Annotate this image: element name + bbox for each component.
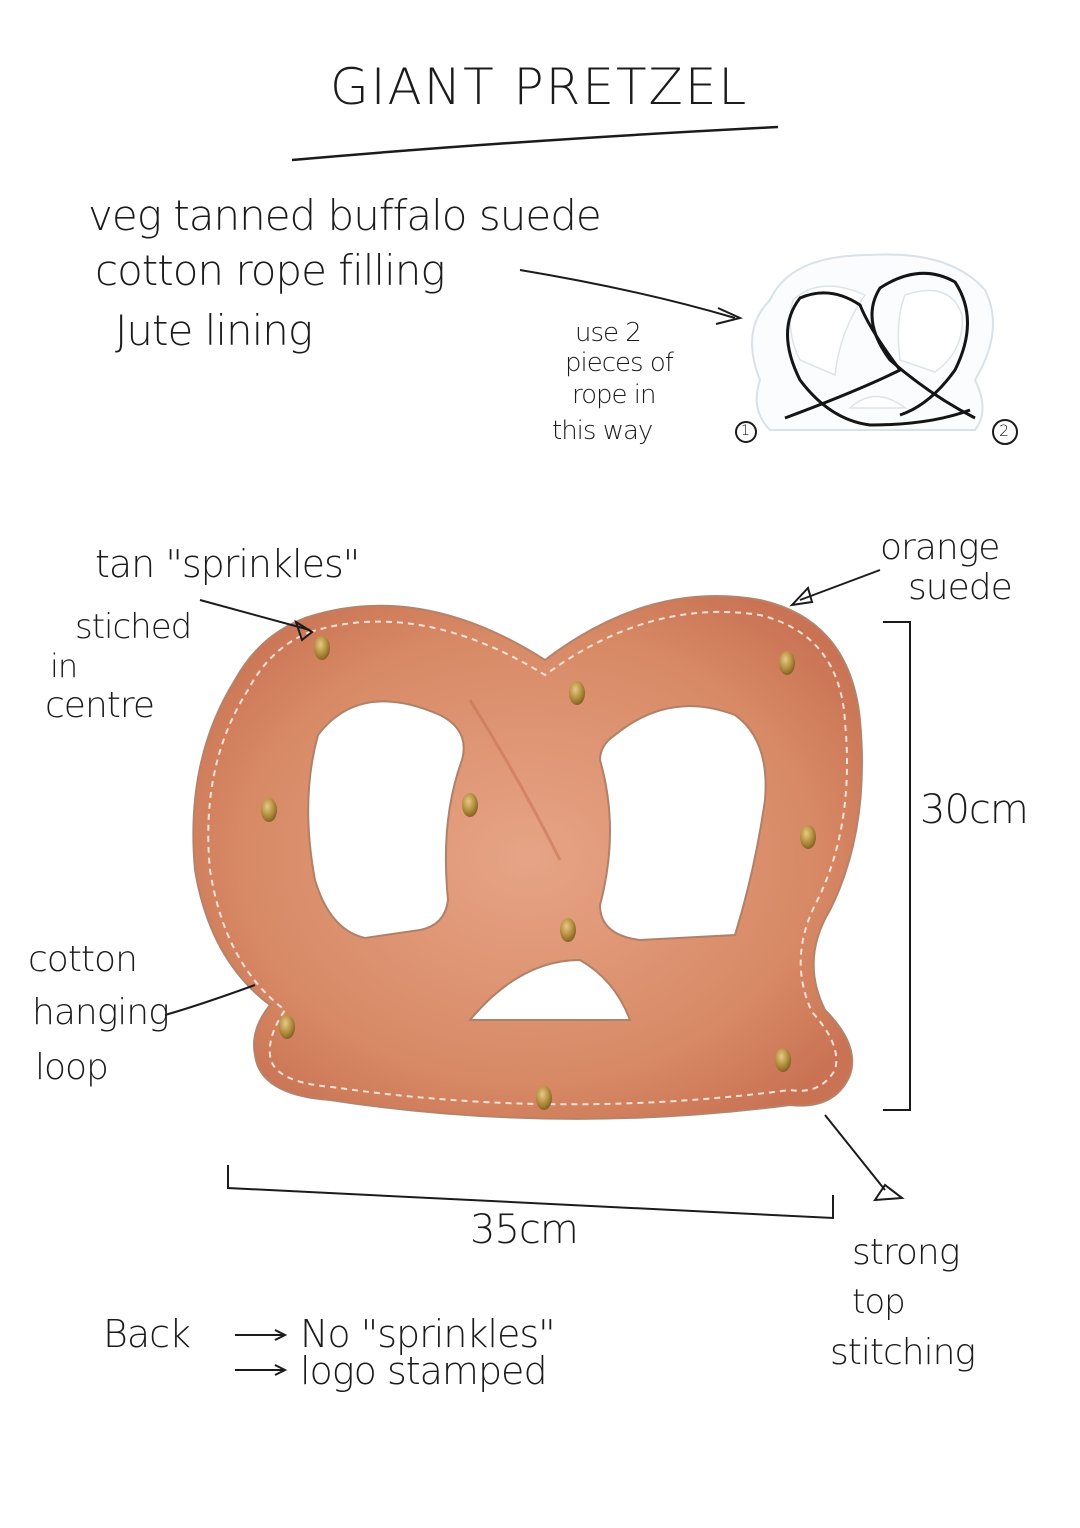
- rope-note-4: this way: [552, 416, 653, 446]
- height-bracket: [883, 621, 911, 1111]
- material-suede: veg tanned buffalo suede: [88, 191, 602, 240]
- material-rope: cotton rope filling: [95, 246, 446, 295]
- loop-label-2: hanging: [32, 992, 170, 1033]
- stitched-label-2: in: [50, 647, 78, 685]
- rope-note-2: pieces of: [565, 348, 674, 378]
- sprinkles: [261, 636, 816, 1110]
- pretzel-body: [192, 595, 863, 1120]
- loop-label-3: loop: [35, 1047, 109, 1088]
- stitching-label-2: top: [852, 1282, 906, 1322]
- rope-note-3: rope in: [572, 380, 656, 410]
- stitch-arrow: [824, 1114, 886, 1191]
- loop-line: [164, 984, 256, 1016]
- stitched-label-3: centre: [45, 685, 155, 726]
- stitching-label-1: strong: [852, 1232, 960, 1273]
- height-label: 30cm: [920, 787, 1029, 833]
- rope-marker-1: 1: [741, 423, 750, 439]
- orange-arrow: [799, 569, 881, 601]
- stitched-label-1: stiched: [75, 607, 192, 647]
- rope-diagram: [735, 253, 1018, 445]
- orange-label-1: orange: [880, 527, 1000, 568]
- rope-arrow: [519, 269, 744, 325]
- back-item-2: logo stamped: [300, 1349, 548, 1393]
- orange-label-2: suede: [908, 567, 1013, 608]
- sprinkles-arrow: [199, 599, 311, 631]
- width-label: 35cm: [470, 1207, 579, 1253]
- stitching-label-3: stitching: [830, 1332, 976, 1373]
- width-bracket: [227, 1165, 834, 1220]
- back-item-1: No "sprinkles": [300, 1312, 556, 1356]
- rope-marker-2: 2: [999, 421, 1009, 440]
- page-title: GIANT PRETZEL: [330, 58, 749, 116]
- loop-label-1: cotton: [28, 939, 138, 980]
- back-label: Back: [103, 1312, 191, 1356]
- sprinkles-label: tan "sprinkles": [95, 542, 360, 586]
- rope-note-1: use 2: [575, 318, 642, 348]
- material-jute: Jute lining: [115, 306, 313, 355]
